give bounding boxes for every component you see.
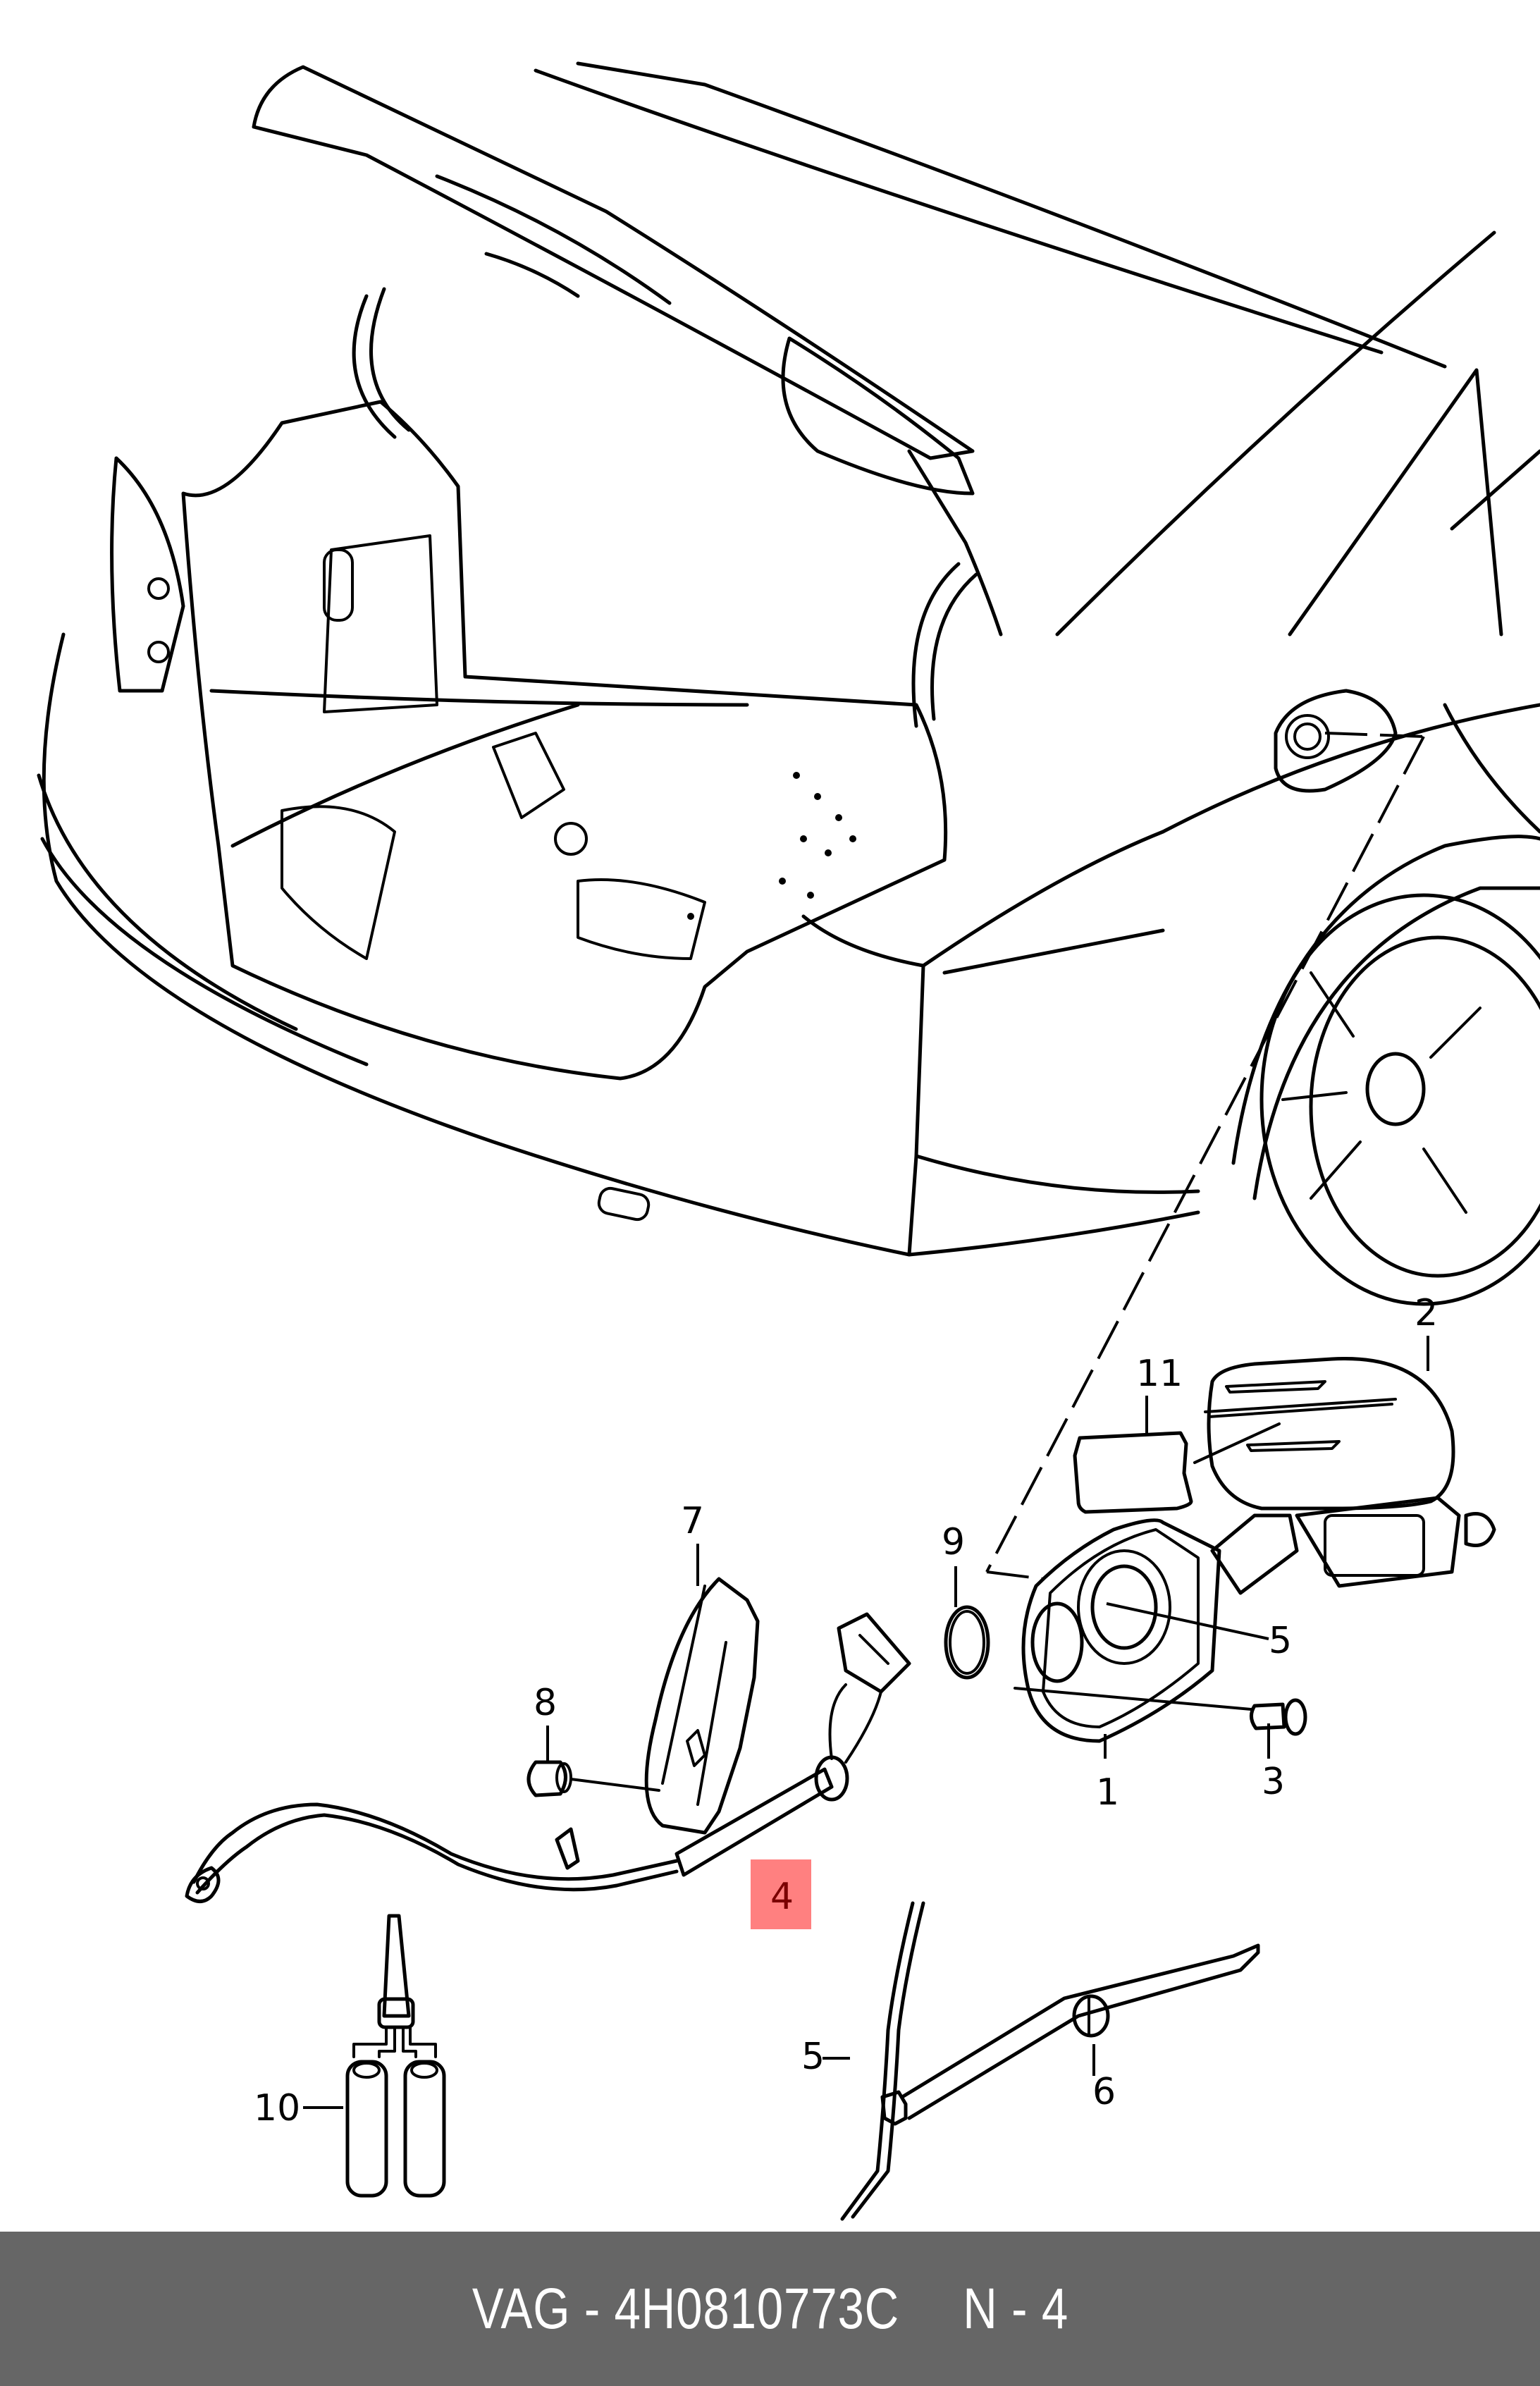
- callout-4: 4: [770, 1876, 794, 1918]
- callout-8: 8: [534, 1682, 557, 1724]
- part-1-flap-housing: [1021, 1496, 1496, 1743]
- part-10-adhesive-cartridge: [345, 1914, 446, 2198]
- part-3-screw: [1014, 1687, 1307, 1736]
- callout-7: 7: [681, 1500, 704, 1542]
- part-8-grommet: [526, 1760, 660, 1797]
- highlight-box: [751, 1859, 811, 1929]
- callout-6: 6: [1092, 2071, 1116, 2113]
- callout-5-lower: 5: [801, 2036, 825, 2078]
- part-number: VAG - 4H0810773C: [472, 2276, 899, 2341]
- callout-11: 11: [1136, 1353, 1183, 1395]
- part-6-cable-tie: [880, 1943, 1260, 2126]
- parts-diagram: 2 11 7 9 5 8 1 3 5 6 10 4: [37, 61, 1540, 2221]
- part-11-label: [1073, 1422, 1281, 1514]
- floor-dots: [687, 772, 856, 920]
- part-7-bracket: [644, 1577, 760, 1835]
- part-5-lower-cable: [840, 1901, 925, 2221]
- diagram-position: N - 4: [962, 2276, 1068, 2341]
- callout-3: 3: [1262, 1761, 1285, 1803]
- callout-1: 1: [1096, 1771, 1119, 1814]
- highlighted-callout-4[interactable]: 4: [751, 1859, 811, 1929]
- callout-5-upper: 5: [1269, 1620, 1292, 1662]
- car-body-illustration: [37, 61, 1540, 1580]
- part-9-seal-ring: [944, 1605, 990, 1680]
- callout-2: 2: [1415, 1292, 1438, 1334]
- callout-10: 10: [254, 2087, 300, 2129]
- footer-bar: VAG - 4H0810773C N - 4: [0, 2232, 1540, 2386]
- footer-caption: VAG - 4H0810773C N - 4: [472, 2276, 1068, 2342]
- callout-leaders: [303, 1336, 1429, 2109]
- part-4-release-cable: [185, 1612, 911, 1903]
- callout-9: 9: [942, 1521, 965, 1563]
- callout-labels: 2 11 7 9 5 8 1 3 5 6 10 4: [254, 1292, 1438, 2129]
- wheel: [1231, 835, 1540, 1306]
- part-2-fuel-flap-cover: [1204, 1356, 1455, 1511]
